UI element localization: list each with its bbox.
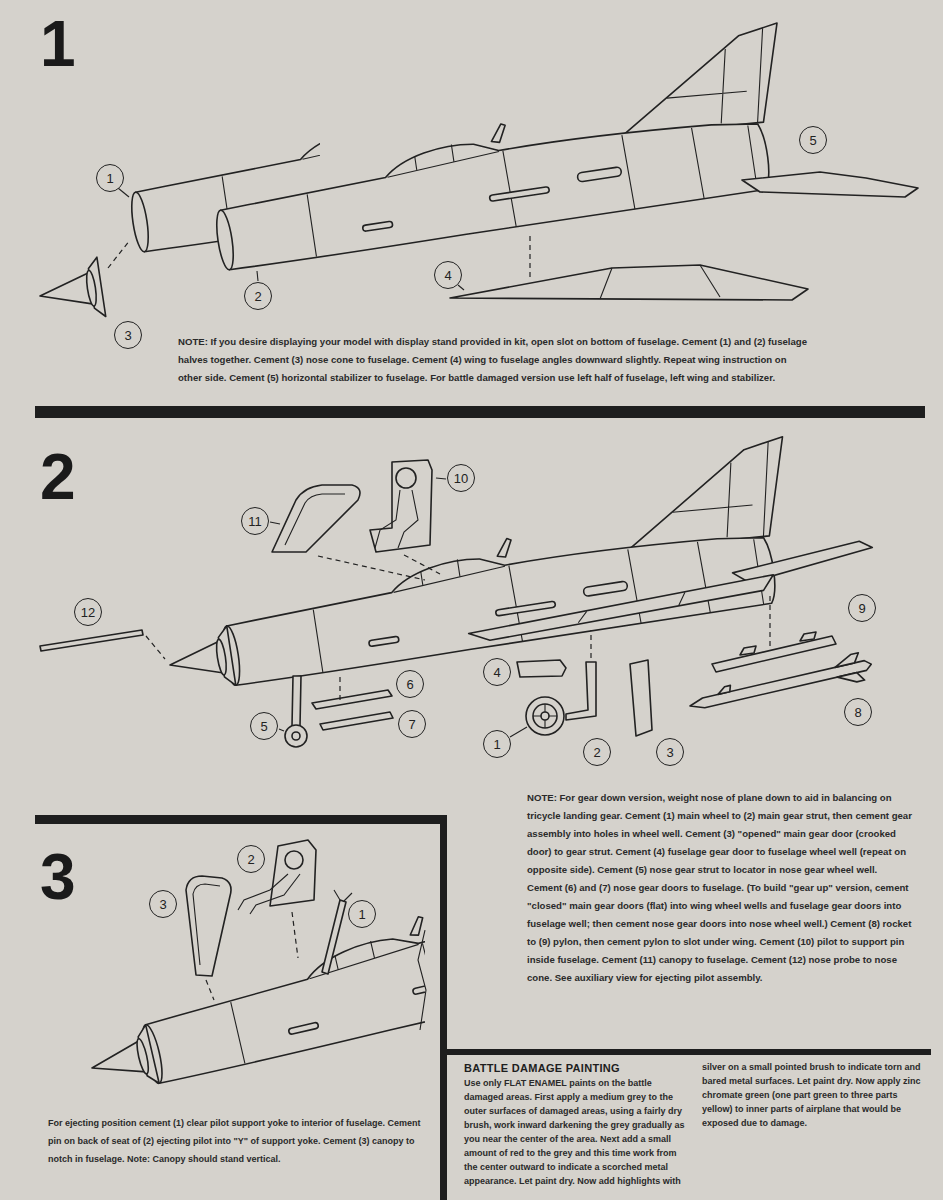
label-text: 1: [40, 12, 100, 76]
callout-text: 3: [666, 746, 673, 759]
callout-number: 3: [656, 738, 684, 766]
callout-text: 9: [858, 602, 865, 615]
step-number: 3: [40, 845, 100, 909]
callout-text: 11: [248, 515, 262, 528]
label-text: NOTE: If you desire displaying your mode…: [178, 333, 810, 387]
callout-number: 1: [96, 164, 124, 192]
callout-number: 9: [848, 594, 876, 622]
callout-number: 4: [434, 261, 462, 289]
step-number: 1: [40, 12, 100, 76]
callout-number: 3: [114, 321, 142, 349]
callout-number: 2: [237, 845, 265, 873]
box-body: Use only FLAT ENAMEL paints on the battl…: [464, 1060, 928, 1194]
callout-number: 5: [250, 712, 278, 740]
callout-number: 6: [396, 670, 424, 698]
instruction-note: NOTE: For gear down version, weight nose…: [527, 789, 915, 987]
callout-number: 3: [149, 890, 177, 918]
label-text: NOTE: For gear down version, weight nose…: [527, 789, 915, 987]
instruction-note: For ejecting position cement (1) clear p…: [48, 1114, 434, 1168]
label-text: For ejecting position cement (1) clear p…: [48, 1114, 434, 1168]
callout-text: 1: [493, 738, 500, 751]
callout-text: 4: [444, 269, 451, 282]
callout-number: 10: [447, 464, 475, 492]
callout-text: 4: [493, 666, 500, 679]
callout-number: 2: [583, 738, 611, 766]
callout-number: 1: [348, 900, 376, 928]
callout-number: 1: [483, 730, 511, 758]
callout-text: 10: [454, 472, 468, 485]
callout-number: 2: [244, 282, 272, 310]
callout-text: 8: [854, 706, 861, 719]
step-number: 2: [40, 445, 100, 509]
callout-text: 2: [593, 746, 600, 759]
callout-text: 5: [260, 720, 267, 733]
painting-instructions-box: BATTLE DAMAGE PAINTINGUse only FLAT ENAM…: [458, 1058, 932, 1194]
callout-text: 1: [106, 172, 113, 185]
instruction-note: NOTE: If you desire displaying your mode…: [178, 333, 810, 387]
callout-number: 12: [74, 598, 102, 626]
callout-number: 11: [241, 507, 269, 535]
box-heading: BATTLE DAMAGE PAINTING: [464, 1060, 690, 1076]
callout-text: 5: [809, 134, 816, 147]
callout-text: 3: [124, 329, 131, 342]
label-text: 2: [40, 445, 100, 509]
callout-text: 3: [159, 898, 166, 911]
label-text: 3: [40, 845, 100, 909]
callout-text: 12: [81, 606, 95, 619]
callout-text: 2: [254, 290, 261, 303]
callout-text: 6: [406, 678, 413, 691]
callout-number: 5: [799, 126, 827, 154]
callout-text: 1: [358, 908, 365, 921]
callout-number: 8: [844, 698, 872, 726]
callout-text: 7: [408, 718, 415, 731]
callout-text: 2: [247, 853, 254, 866]
callout-number: 4: [483, 658, 511, 686]
callout-number: 7: [398, 710, 426, 738]
